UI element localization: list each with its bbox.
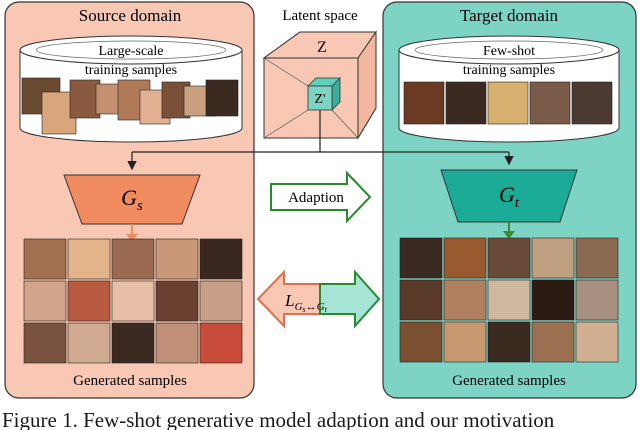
latent-subspace-cube: Z' (307, 77, 341, 111)
loss-label: LGs↔Gt (284, 291, 328, 314)
latent-connectors (127, 110, 514, 171)
figure-caption: Figure 1. Few-shot generative model adap… (2, 408, 555, 430)
target-cylinder-label-1: Few-shot (483, 44, 535, 59)
source-generator-label: Gs (121, 185, 143, 214)
target-title: Target domain (460, 6, 559, 25)
source-generator (63, 174, 201, 225)
latent-z-label: Z (317, 39, 327, 56)
source-footer: Generated samples (73, 373, 187, 389)
target-cylinder: Few-shot training samples (398, 35, 620, 143)
target-generator-label: Gt (499, 182, 520, 211)
source-domain-panel: Source domain Large-scale training sampl… (4, 1, 255, 399)
latent-title: Latent space (282, 8, 358, 24)
source-training-faces (21, 77, 239, 135)
loss-double-arrow: LGs↔Gt (256, 269, 381, 329)
source-cylinder-label-2: training samples (85, 63, 177, 78)
target-generated-grid (399, 237, 619, 363)
source-cylinder: Large-scale training samples (19, 35, 243, 143)
source-cylinder-label-1: Large-scale (98, 44, 163, 59)
adaption-arrow: Adaption (270, 170, 372, 224)
target-cylinder-label-2: training samples (463, 63, 555, 78)
target-generator (440, 169, 578, 223)
target-training-faces (403, 81, 613, 125)
adaption-label: Adaption (288, 190, 344, 206)
source-title: Source domain (79, 6, 182, 25)
source-generated-grid (23, 238, 243, 364)
target-footer: Generated samples (452, 373, 566, 389)
latent-z-prime-label: Z' (314, 92, 325, 107)
target-domain-panel: Target domain Few-shot training samples … (382, 1, 637, 399)
latent-space: Latent space Z Z' (262, 8, 377, 140)
